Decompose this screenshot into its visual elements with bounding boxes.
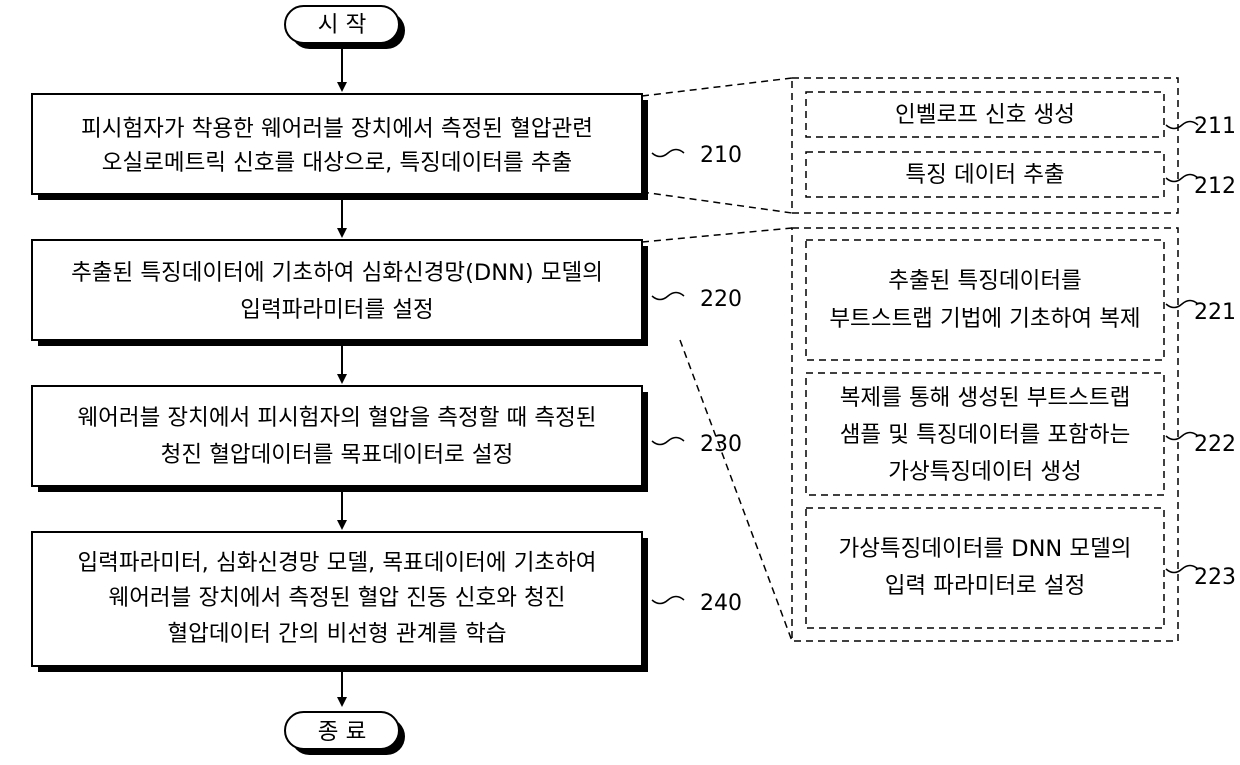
step-230-line-1: 웨어러블 장치에서 피시험자의 혈압을 측정할 때 측정된 <box>77 405 596 431</box>
substep-221-line-1: 추출된 특징데이터를 <box>888 268 1081 294</box>
step-220-leader <box>652 293 684 300</box>
substep-223-number: 223 <box>1194 565 1236 590</box>
step-240-number: 240 <box>700 591 742 616</box>
step-230-leader <box>652 438 684 445</box>
substep-222-number: 222 <box>1194 432 1236 457</box>
substep-212: 특징 데이터 추출 212 <box>806 152 1236 199</box>
step-230-line-2: 청진 혈압데이터를 목표데이터로 설정 <box>161 442 514 468</box>
substep-222-line-2: 샘플 및 특징데이터를 포함하는 <box>840 422 1131 448</box>
substep-221: 추출된 특징데이터를 부트스트랩 기법에 기초하여 복제 221 <box>806 240 1236 360</box>
end-label: 종 료 <box>318 719 367 745</box>
step-240-leader <box>652 597 684 604</box>
substep-221-number: 221 <box>1194 300 1236 325</box>
step-240-line-3: 혈압데이터 간의 비선형 관계를 학습 <box>167 621 506 647</box>
substep-222-line-3: 가상특징데이터 생성 <box>888 459 1081 485</box>
start-label: 시 작 <box>318 12 367 38</box>
substep-212-label: 특징 데이터 추출 <box>905 162 1064 188</box>
substep-211-label: 인벨로프 신호 생성 <box>895 102 1075 128</box>
step-210-line-1: 피시험자가 착용한 웨어러블 장치에서 측정된 혈압관련 <box>81 116 593 142</box>
substep-222: 복제를 통해 생성된 부트스트랩 샘플 및 특징데이터를 포함하는 가상특징데이… <box>806 373 1236 495</box>
step-210: 피시험자가 착용한 웨어러블 장치에서 측정된 혈압관련 오실로메트릭 신호를 … <box>32 94 742 200</box>
detail-group-220: 추출된 특징데이터를 부트스트랩 기법에 기초하여 복제 221 복제를 통해 … <box>792 228 1236 641</box>
step-220-line-1: 추출된 특징데이터에 기초하여 심화신경망(DNN) 모델의 <box>71 260 603 286</box>
substep-223: 가상특징데이터를 DNN 모델의 입력 파라미터로 설정 223 <box>806 508 1236 628</box>
step-240-line-1: 입력파라미터, 심화신경망 모델, 목표데이터에 기초하여 <box>77 550 596 576</box>
step-220: 추출된 특징데이터에 기초하여 심화신경망(DNN) 모델의 입력파라미터를 설… <box>32 240 742 346</box>
connector-220-top <box>642 228 792 242</box>
substep-211-number: 211 <box>1194 114 1236 139</box>
substep-222-line-1: 복제를 통해 생성된 부트스트랩 <box>840 385 1131 411</box>
step-210-number: 210 <box>700 143 742 168</box>
step-210-line-2: 오실로메트릭 신호를 대상으로, 특징데이터를 추출 <box>102 150 572 176</box>
start-terminator: 시 작 <box>285 6 405 49</box>
substep-221-line-2: 부트스트랩 기법에 기초하여 복제 <box>829 306 1140 332</box>
step-220-line-2: 입력파라미터를 설정 <box>240 297 433 323</box>
substep-223-line-2: 입력 파라미터로 설정 <box>885 573 1086 599</box>
substep-212-number: 212 <box>1194 174 1236 199</box>
connector-210-top <box>642 78 792 96</box>
connector-210-bottom <box>642 192 792 213</box>
step-230-number: 230 <box>700 432 742 457</box>
step-240: 입력파라미터, 심화신경망 모델, 목표데이터에 기초하여 웨어러블 장치에서 … <box>32 532 742 672</box>
substep-211: 인벨로프 신호 생성 211 <box>806 92 1236 139</box>
step-240-line-2: 웨어러블 장치에서 측정된 혈압 진동 신호와 청진 <box>109 585 566 611</box>
step-210-leader <box>652 150 684 157</box>
end-terminator: 종 료 <box>285 712 405 755</box>
step-220-number: 220 <box>700 287 742 312</box>
detail-group-210: 인벨로프 신호 생성 211 특징 데이터 추출 212 <box>792 78 1236 213</box>
substep-223-line-1: 가상특징데이터를 DNN 모델의 <box>839 536 1132 562</box>
step-230: 웨어러블 장치에서 피시험자의 혈압을 측정할 때 측정된 청진 혈압데이터를 … <box>32 386 742 492</box>
